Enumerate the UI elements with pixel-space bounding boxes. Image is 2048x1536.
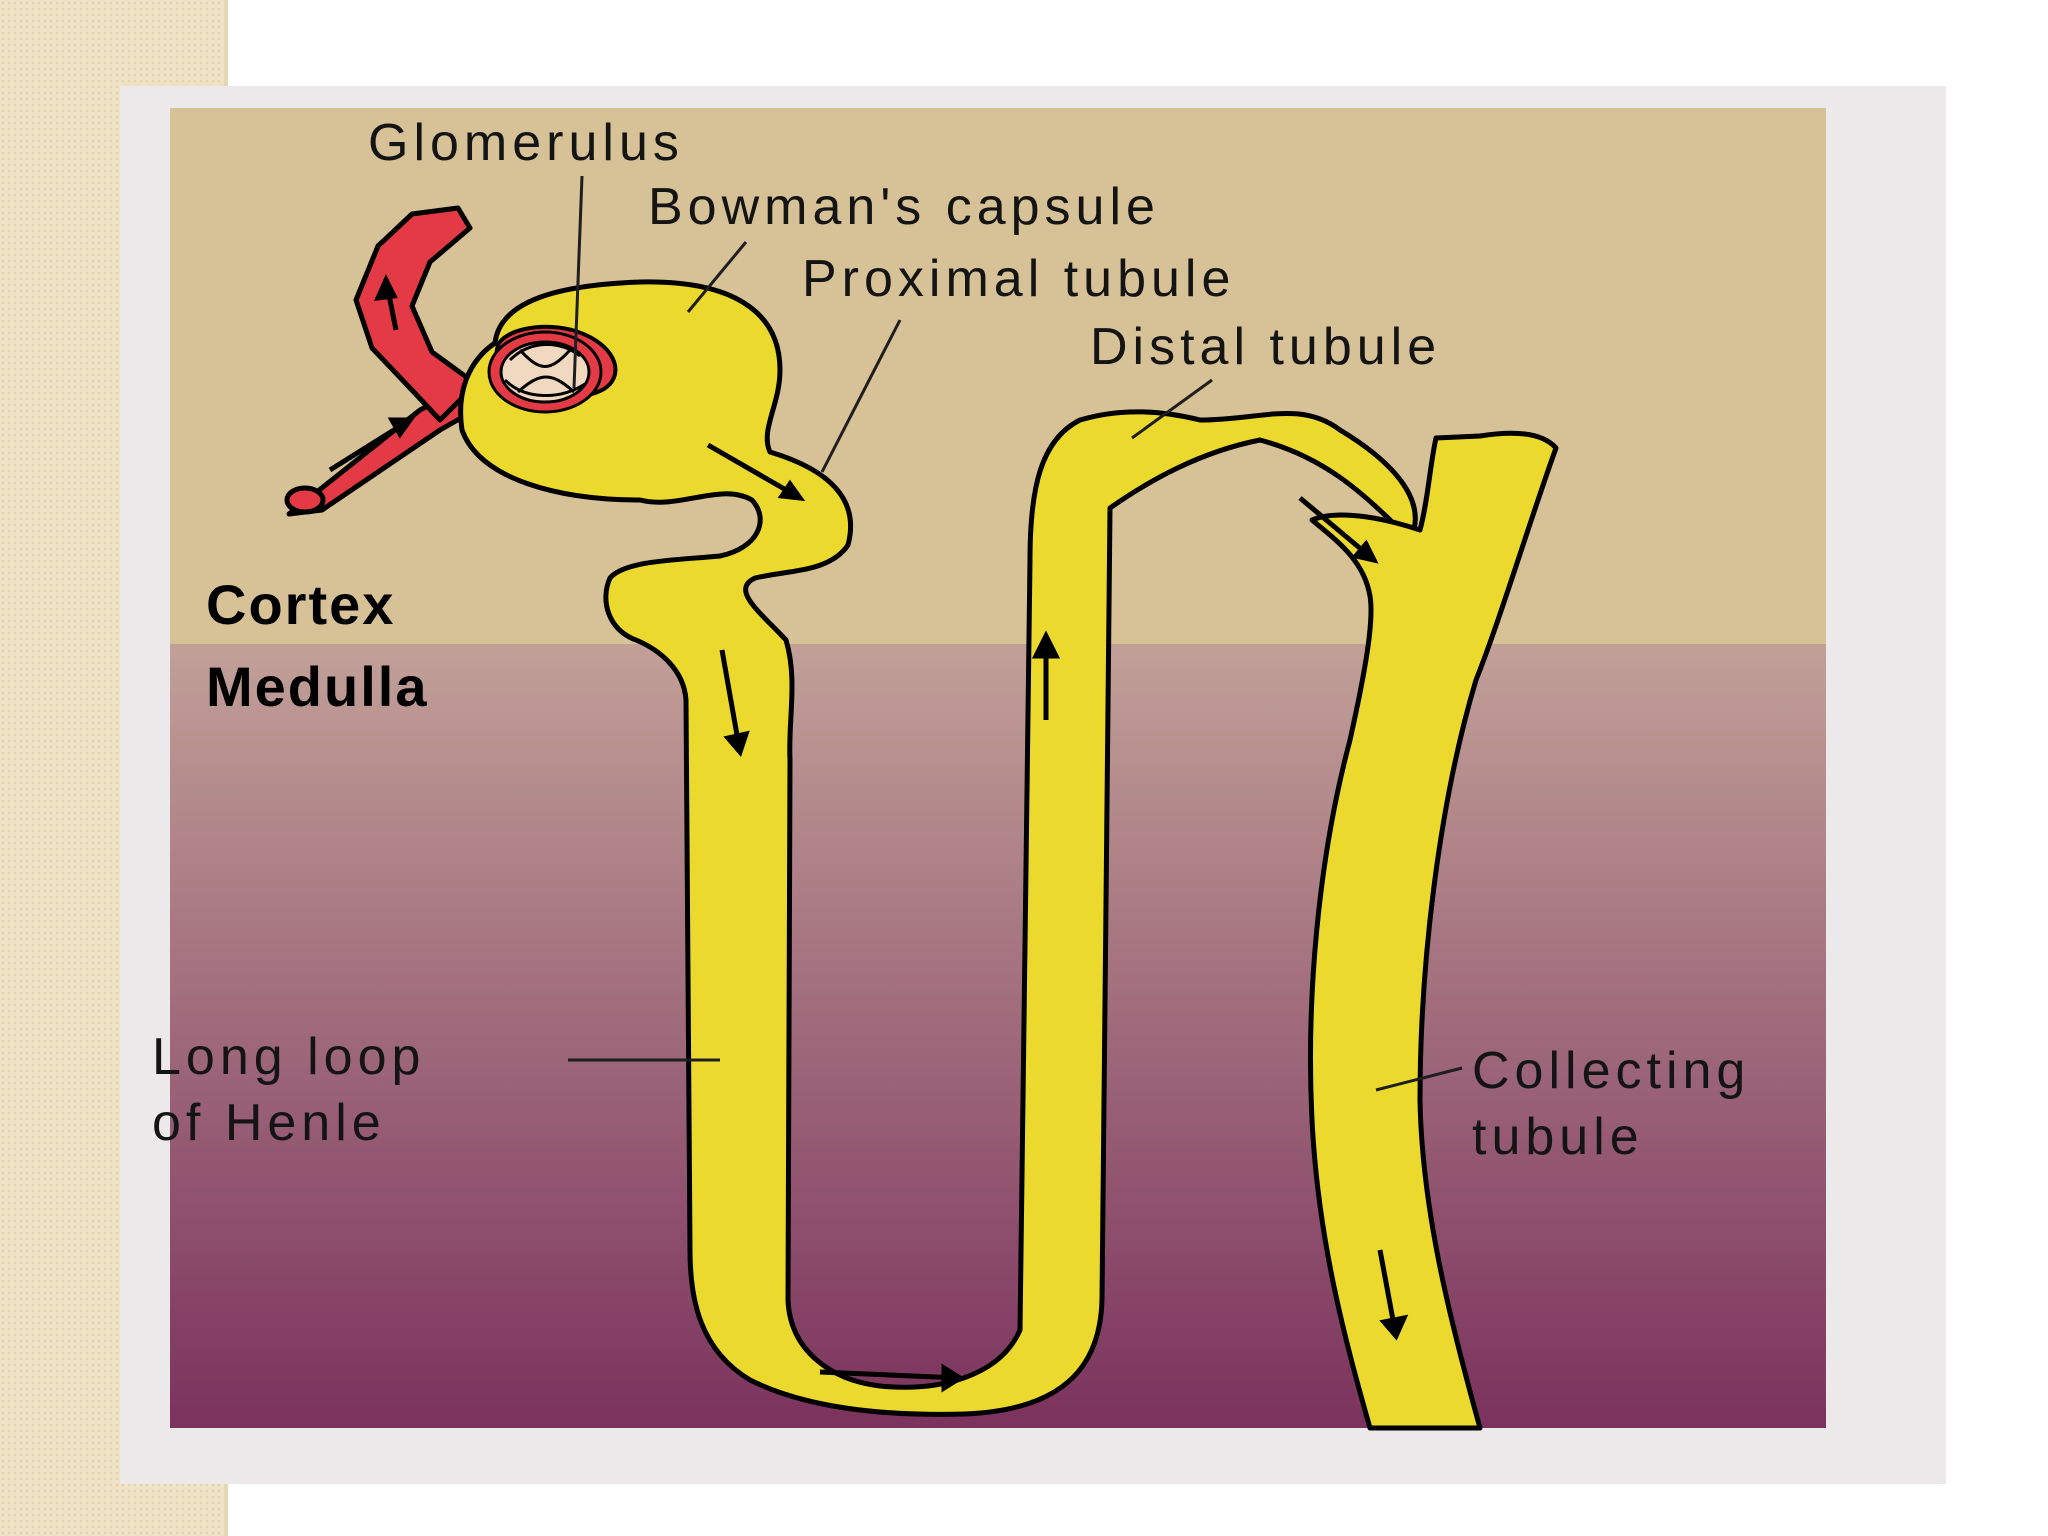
label-medulla: Medulla xyxy=(206,655,428,718)
collecting-tubule-shape xyxy=(1308,430,1559,1431)
medulla-region xyxy=(170,644,1826,1428)
arterioles xyxy=(284,205,479,517)
efferent-arteriole xyxy=(353,205,479,423)
label-leaders xyxy=(568,175,1463,1092)
label-loop-henle-line1: Long loop xyxy=(152,1028,425,1086)
arteriole-cut-end xyxy=(284,485,326,515)
label-glomerulus: Glomerulus xyxy=(368,114,684,172)
label-cortex: Cortex xyxy=(206,573,395,636)
flow-arrows xyxy=(328,274,1409,1393)
label-bowmans-capsule: Bowman's capsule xyxy=(648,178,1160,236)
label-loop-henle-line2: of Henle xyxy=(152,1094,386,1152)
bowmans-capsule-shape xyxy=(458,279,1418,1417)
label-proximal-tubule: Proximal tubule xyxy=(802,250,1235,308)
label-collecting-line2: tubule xyxy=(1472,1108,1644,1166)
label-collecting-line1: Collecting xyxy=(1472,1042,1750,1100)
glomerulus-tuft xyxy=(487,330,603,414)
label-distal-tubule: Distal tubule xyxy=(1090,318,1441,376)
